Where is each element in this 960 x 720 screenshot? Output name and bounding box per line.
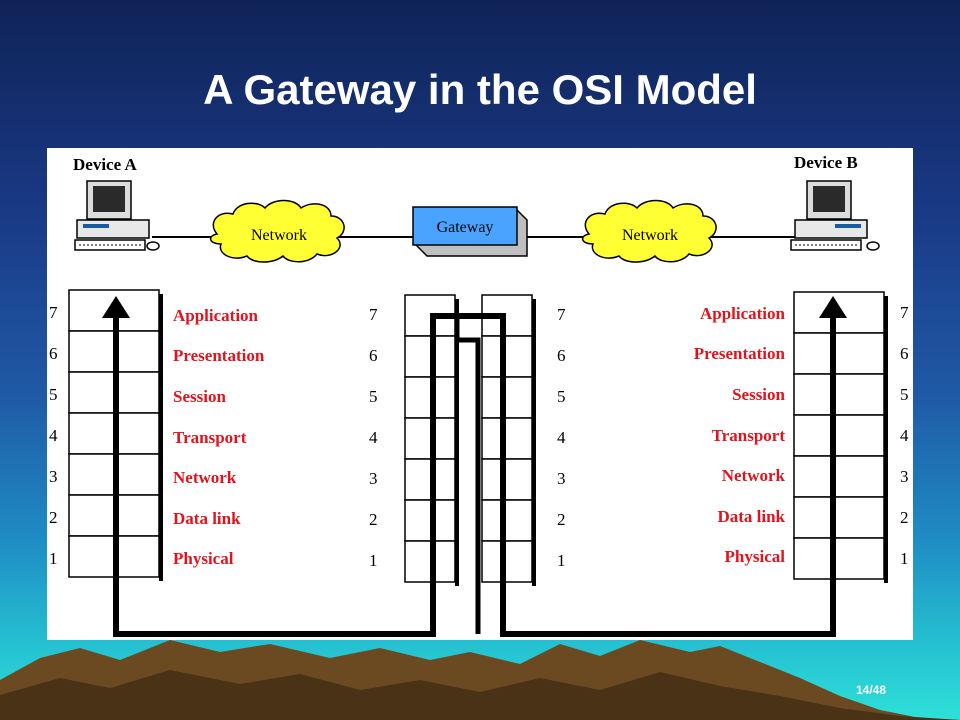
arrow-up-a-icon — [102, 296, 130, 318]
svg-text:5: 5 — [900, 385, 909, 404]
layer-numbers-far-right: 7 6 5 4 3 2 1 — [900, 303, 909, 568]
layer-name: Network — [173, 468, 237, 487]
layer-names-left: Application Presentation Session Transpo… — [173, 306, 265, 568]
layer-name: Transport — [712, 426, 786, 445]
computer-b-icon — [790, 180, 880, 251]
data-flow-path — [113, 310, 836, 637]
layer-name: Presentation — [173, 346, 265, 365]
svg-text:7: 7 — [49, 303, 58, 322]
svg-text:5: 5 — [557, 387, 566, 406]
svg-text:4: 4 — [557, 428, 566, 447]
device-a-label: Device A — [73, 155, 137, 174]
svg-text:4: 4 — [900, 426, 909, 445]
diagram-panel: Device A Device B Network Gateway Networ… — [47, 148, 913, 640]
layer-numbers-far-left: 7 6 5 4 3 2 1 — [49, 303, 58, 568]
svg-text:3: 3 — [49, 467, 58, 486]
svg-text:7: 7 — [369, 305, 378, 324]
svg-text:2: 2 — [369, 510, 378, 529]
mountain-silhouette — [0, 640, 960, 720]
gateway-right-layer-stack — [481, 294, 533, 583]
network-cloud-left-icon — [209, 199, 345, 263]
layer-name: Network — [722, 466, 786, 485]
svg-text:7: 7 — [900, 303, 909, 322]
svg-text:6: 6 — [49, 344, 58, 363]
gateway-label: Gateway — [437, 219, 494, 236]
svg-text:5: 5 — [369, 387, 378, 406]
osi-gateway-diagram: Device A Device B Network Gateway Networ… — [49, 153, 909, 637]
layer-name: Physical — [725, 547, 786, 566]
network-cloud-right-icon — [581, 199, 717, 263]
layer-name: Transport — [173, 428, 247, 447]
svg-text:3: 3 — [369, 469, 378, 488]
layer-numbers-gateway-right: 7 6 5 4 3 2 1 — [557, 305, 566, 570]
network-left-label: Network — [251, 227, 307, 244]
svg-text:3: 3 — [900, 467, 909, 486]
svg-text:3: 3 — [557, 469, 566, 488]
svg-text:6: 6 — [369, 346, 378, 365]
layer-name: Physical — [173, 549, 234, 568]
layer-names-right: Application Presentation Session Transpo… — [694, 304, 786, 566]
svg-text:5: 5 — [49, 385, 58, 404]
svg-text:2: 2 — [557, 510, 566, 529]
svg-text:7: 7 — [557, 305, 566, 324]
computer-a-icon — [74, 180, 160, 251]
layer-name: Data link — [717, 507, 785, 526]
svg-text:1: 1 — [900, 549, 909, 568]
svg-text:2: 2 — [49, 508, 58, 527]
svg-text:2: 2 — [900, 508, 909, 527]
layer-name: Presentation — [694, 344, 786, 363]
device-b-label: Device B — [794, 153, 858, 172]
svg-text:4: 4 — [369, 428, 378, 447]
network-right-label: Network — [622, 227, 678, 244]
svg-text:4: 4 — [49, 426, 58, 445]
device-b-layer-stack — [793, 291, 885, 580]
layer-name: Application — [700, 304, 786, 323]
arrow-up-b-icon — [819, 296, 847, 318]
svg-text:6: 6 — [900, 344, 909, 363]
svg-text:6: 6 — [557, 346, 566, 365]
layer-name: Session — [732, 385, 785, 404]
layer-name: Data link — [173, 509, 241, 528]
svg-text:1: 1 — [49, 549, 58, 568]
layer-name: Session — [173, 387, 226, 406]
slide-title: A Gateway in the OSI Model — [203, 66, 757, 113]
svg-text:1: 1 — [369, 551, 378, 570]
gateway-box — [412, 206, 528, 257]
svg-text:1: 1 — [557, 551, 566, 570]
layer-name: Application — [173, 306, 259, 325]
page-number: 14/48 — [856, 683, 887, 697]
layer-numbers-gateway-left: 7 6 5 4 3 2 1 — [369, 305, 378, 570]
